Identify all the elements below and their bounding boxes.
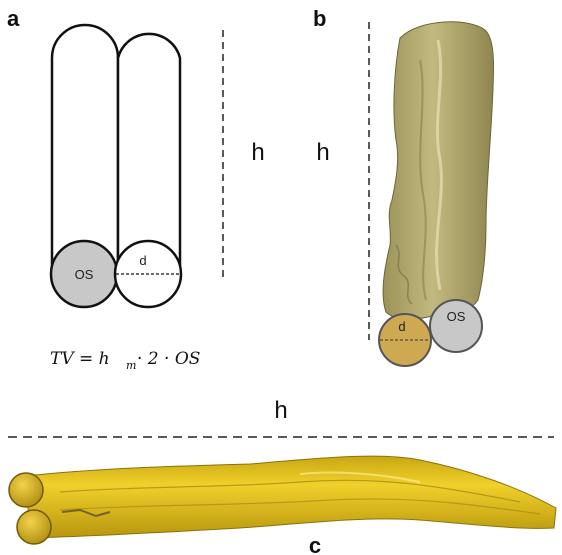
- height-label-a: h: [251, 139, 264, 166]
- panel-c-letter: c: [309, 533, 321, 555]
- equation-prefix: TV = h: [50, 349, 110, 369]
- height-label-c: h: [274, 397, 287, 424]
- end-circle-top: [9, 473, 43, 507]
- tubular-model: [26, 456, 556, 538]
- panel-b: b h d OS: [313, 6, 494, 366]
- panel-c: h c: [8, 397, 556, 555]
- panel-a: a OS d h TV = h m · 2 · OS: [7, 6, 265, 372]
- os-circle-b: [430, 300, 482, 352]
- right-cylinder-outline: [118, 34, 180, 268]
- volume-equation: TV = h m · 2 · OS: [50, 349, 200, 372]
- panel-a-letter: a: [7, 6, 20, 31]
- equation-suffix: · 2 · OS: [137, 349, 200, 369]
- os-circle-label-b: OS: [447, 309, 466, 324]
- panel-b-letter: b: [313, 6, 326, 31]
- left-cylinder-outline: [52, 25, 118, 268]
- equation-subscript: m: [126, 359, 136, 372]
- diameter-label: d: [139, 253, 146, 268]
- end-circle-bottom: [17, 510, 51, 544]
- tissue-specimen: [383, 22, 494, 319]
- os-circle-label: OS: [75, 267, 94, 282]
- height-label-b: h: [316, 139, 329, 166]
- diameter-label-b: d: [398, 319, 405, 334]
